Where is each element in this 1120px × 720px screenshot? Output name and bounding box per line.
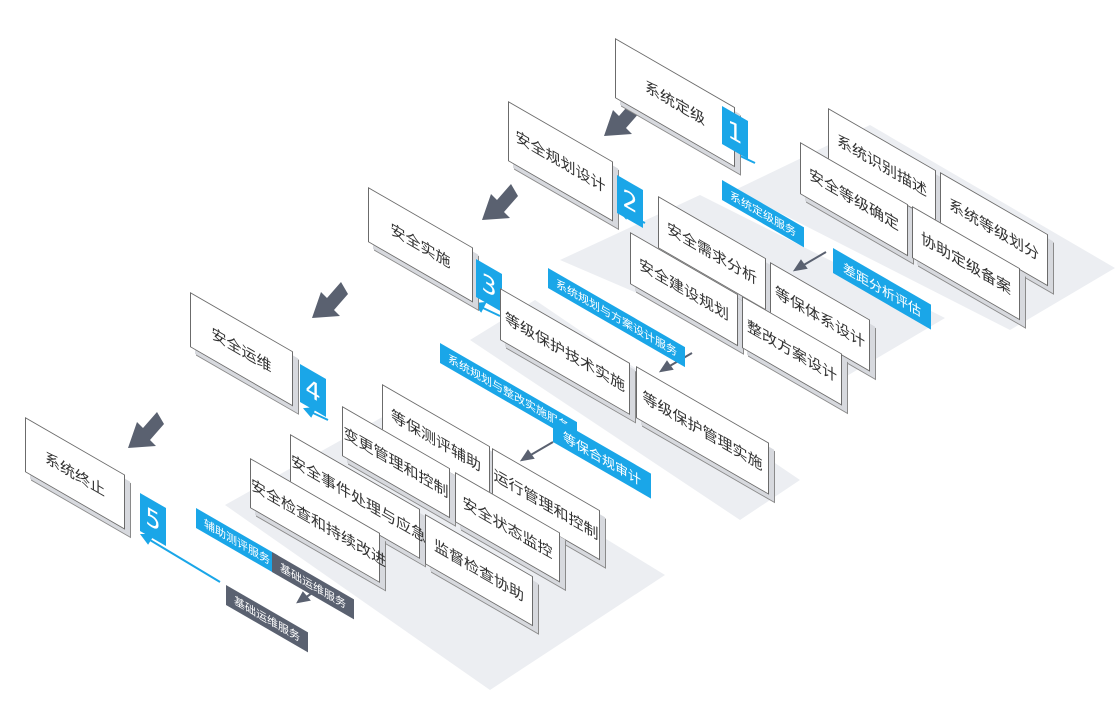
stage-number-5: 5 [140,493,166,547]
side-tag-compliance-audit: 等保合规审计 [553,417,652,499]
stage-label-4: 安全运维 [211,323,272,377]
service-tag-assessment-assist: 辅助测评服务 [196,508,278,576]
stage-arrow-2 [482,184,518,220]
stage-box-4: 安全运维 [190,292,293,407]
task-box-management-implementation: 等级保护管理实施 [636,366,769,495]
stage-label-2: 安全规划设计 [515,126,606,197]
stage-label-5: 系统终止 [44,447,105,501]
stage-arrow-1 [604,100,640,136]
service-tag-basic-ops-2: 基础运维服务 [226,585,308,653]
stage-label-3: 安全实施 [390,218,451,272]
stage-number-3: 3 [476,259,502,313]
stage-box-2: 安全规划设计 [508,101,613,222]
service-tag-basic-ops-1: 基础运维服务 [272,552,354,620]
stage-number-2: 2 [617,175,643,229]
stage-arrow-4 [128,412,164,448]
stage-box-1: 系统定级 [615,38,735,168]
stage-box-3: 安全实施 [368,187,473,303]
stage-arrow-3 [312,282,348,318]
stage-number-4: 4 [300,364,326,418]
service-tag-grading: 系统定级服务 [722,180,804,248]
stage-box-5: 系统终止 [25,417,125,530]
stage-label-1: 系统定级 [644,76,705,130]
